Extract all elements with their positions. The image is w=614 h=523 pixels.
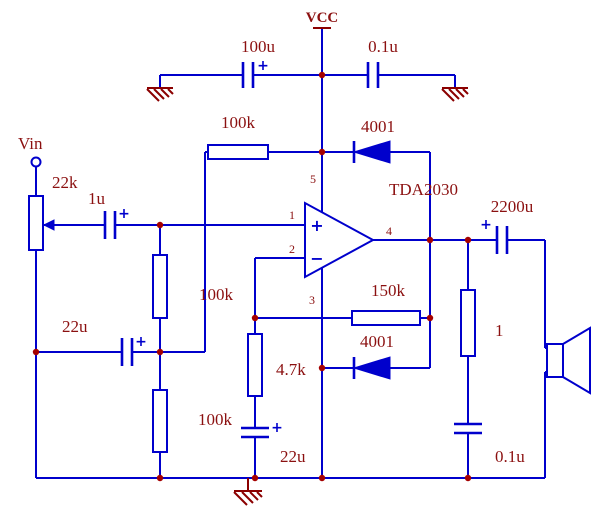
label-22u-feedback: 22u (280, 447, 306, 466)
resistor-150k-feedback: 150k (351, 281, 421, 326)
polarity-plus-icon: + (118, 206, 130, 222)
opamp-plus-input: + (310, 216, 323, 235)
polarity-plus-icon: + (135, 334, 147, 350)
capacitor-0p1u-zobel: 0.1u (454, 422, 525, 466)
label-0p1u-supply: 0.1u (368, 37, 398, 56)
label-vin: Vin (18, 134, 43, 153)
pin-1-label: 1 (289, 208, 295, 222)
label-2200u: 2200u (491, 197, 534, 216)
speaker-icon (546, 326, 591, 395)
diode-4001-bottom: 4001 (352, 332, 394, 380)
opamp-triangle-icon (304, 201, 376, 279)
resistor-100k-bias-mid: 100k (152, 254, 234, 319)
capacitor-22u-feedback: + 22u (241, 420, 306, 466)
label-100k-bottom: 100k (198, 410, 233, 429)
vcc-power-port: VCC (306, 10, 339, 29)
ground-bottom-icon (233, 490, 263, 506)
label-0p1u-zobel: 0.1u (495, 447, 525, 466)
label-4001-bottom: 4001 (360, 332, 394, 351)
potentiometer-22k: 22k (28, 173, 78, 251)
vin-input-port: Vin (18, 134, 43, 168)
label-100k-top: 100k (221, 113, 256, 132)
capacitor-0p1u-supply: 0.1u (366, 37, 398, 88)
diode-4001-top: 4001 (352, 117, 395, 164)
label-1ohm: 1 (495, 321, 504, 340)
resistor-1ohm-zobel: 1 (460, 289, 504, 357)
label-4001-top: 4001 (361, 117, 395, 136)
resistor-100k-bias-top: 100k (207, 113, 269, 160)
pin-2-label: 2 (289, 242, 295, 256)
label-tda2030: TDA2030 (389, 180, 458, 199)
polarity-plus-icon: + (271, 420, 283, 436)
ground-top-right-icon (441, 87, 469, 102)
diode-triangle-icon (352, 356, 391, 380)
resistor-4p7k-feedback: 4.7k (247, 333, 306, 397)
pin-3-label: 3 (309, 293, 315, 307)
label-1u: 1u (88, 189, 106, 208)
pin-4-label: 4 (386, 224, 392, 238)
label-100u-supply: 100u (241, 37, 276, 56)
wiper-arrow-icon (42, 219, 55, 231)
label-150k: 150k (371, 281, 406, 300)
capacitor-100u-supply: + 100u (241, 37, 276, 88)
vin-terminal-icon (30, 156, 42, 168)
pin-5-label: 5 (310, 172, 316, 186)
capacitor-1u-input: + 1u (88, 189, 130, 239)
junction-dots (32, 71, 472, 482)
wire-layer (35, 28, 547, 491)
ground-top-left-icon (146, 87, 174, 102)
label-22u-bias: 22u (62, 317, 88, 336)
diode-triangle-icon (352, 140, 391, 164)
opamp-minus-input: − (310, 249, 323, 268)
polarity-plus-icon: + (257, 58, 269, 74)
capacitor-2200u-output: + 2200u (480, 197, 534, 254)
polarity-plus-icon: + (480, 217, 492, 233)
capacitor-22u-bias: + 22u (62, 317, 147, 366)
label-22k: 22k (52, 173, 78, 192)
label-4p7k: 4.7k (276, 360, 306, 379)
vcc-label: VCC (306, 10, 339, 26)
opamp-tda2030: + − TDA2030 5 1 2 4 3 (289, 172, 458, 307)
resistor-100k-bias-bottom: 100k (152, 389, 233, 453)
label-100k-mid: 100k (199, 285, 234, 304)
